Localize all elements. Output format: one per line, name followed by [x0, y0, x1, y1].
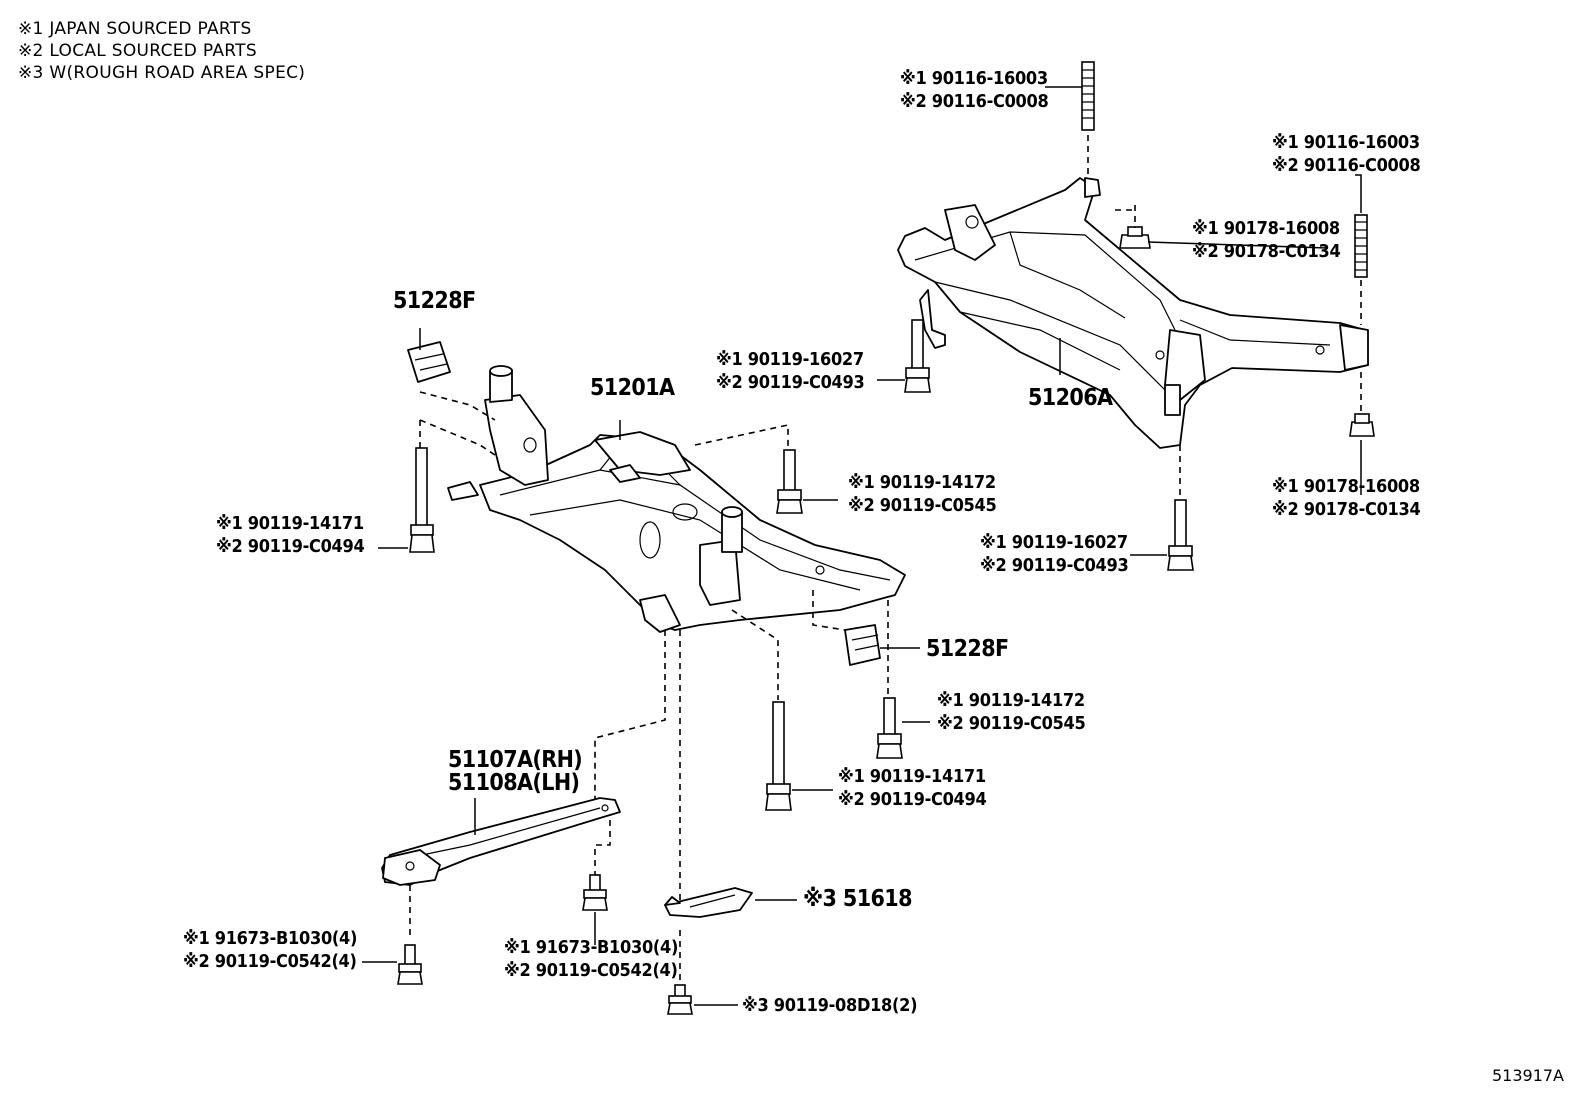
rear-bolt-left[interactable] — [904, 319, 931, 393]
guard-51618[interactable] — [664, 887, 753, 918]
callout-rear-bolt-center-2: ※2 90119-C0493 — [980, 555, 1128, 576]
callout-front-bolt-rb-2: ※2 90119-C0545 — [937, 713, 1085, 734]
callout-rear-bolt-left-2: ※2 90119-C0493 — [716, 372, 864, 393]
label-51108A: 51108A(LH) — [448, 770, 579, 796]
callout-rear-stud-right-2: ※2 90116-C0008 — [1272, 155, 1420, 176]
label-51107A: 51107A(RH) — [448, 747, 582, 773]
guard-bolt[interactable] — [667, 984, 693, 1015]
stopper-51228F-mid[interactable] — [844, 624, 881, 666]
brace-bolt-l[interactable] — [397, 944, 423, 985]
front-bolt-cb[interactable] — [765, 701, 792, 811]
callout-brace-bolt-r-2: ※2 90119-C0542(4) — [504, 960, 678, 981]
note-local-sourced: ※2 LOCAL SOURCED PARTS — [18, 41, 257, 61]
callout-front-bolt-cb-2: ※2 90119-C0494 — [838, 789, 986, 810]
callout-front-bolt-lt-1: ※1 90119-14171 — [216, 513, 364, 534]
callout-brace-bolt-l-2: ※2 90119-C0542(4) — [183, 951, 357, 972]
callout-guard-bolt: ※3 90119-08D18(2) — [742, 995, 917, 1016]
rear-stud-right[interactable] — [1354, 214, 1368, 278]
footnote-legend: ※1 JAPAN SOURCED PARTS ※2 LOCAL SOURCED … — [18, 18, 305, 84]
label-51228F-top: 51228F — [393, 288, 476, 314]
label-51618: ※3 51618 — [803, 886, 912, 912]
callout-rear-bolt-left-1: ※1 90119-16027 — [716, 349, 864, 370]
callout-front-bolt-lt-2: ※2 90119-C0494 — [216, 536, 364, 557]
callout-rear-nut-top-2: ※2 90178-C0134 — [1192, 241, 1340, 262]
callout-front-bolt-rt-1: ※1 90119-14172 — [848, 472, 996, 493]
figure-code: 513917A — [1491, 1066, 1564, 1085]
stopper-51228F-top[interactable] — [407, 341, 451, 383]
callout-rear-stud-right-1: ※1 90116-16003 — [1272, 132, 1420, 153]
label-51201A: 51201A — [590, 375, 675, 401]
rear-nut-bottom[interactable] — [1349, 413, 1375, 437]
callout-rear-nut-top-1: ※1 90178-16008 — [1192, 218, 1340, 239]
callout-rear-stud-left-1: ※1 90116-16003 — [900, 68, 1048, 89]
brace-bolt-r[interactable] — [582, 874, 608, 911]
note-japan-sourced: ※1 JAPAN SOURCED PARTS — [18, 19, 252, 39]
brace-51107A-51108A[interactable] — [381, 797, 621, 886]
callout-rear-stud-left-2: ※2 90116-C0008 — [900, 91, 1048, 112]
front-bolt-lt[interactable] — [409, 447, 435, 553]
front-crossmember-51201A[interactable] — [447, 431, 906, 633]
callout-brace-bolt-l-1: ※1 91673-B1030(4) — [183, 928, 357, 949]
front-crossmember-boss[interactable] — [721, 506, 743, 553]
rear-nut-top[interactable] — [1119, 226, 1151, 249]
callout-front-bolt-rt-2: ※2 90119-C0545 — [848, 495, 996, 516]
front-bolt-rb[interactable] — [876, 697, 903, 759]
note-rough-road: ※3 W(ROUGH ROAD AREA SPEC) — [18, 63, 306, 83]
rear-stud-left[interactable] — [1081, 61, 1095, 131]
callout-rear-nut-bottom-1: ※1 90178-16008 — [1272, 476, 1420, 497]
callout-front-bolt-rb-1: ※1 90119-14172 — [937, 690, 1085, 711]
rear-crossmember-51206A[interactable] — [897, 177, 1369, 449]
front-bolt-rt[interactable] — [776, 449, 803, 514]
label-51206A: 51206A — [1028, 385, 1113, 411]
callout-rear-bolt-center-1: ※1 90119-16027 — [980, 532, 1128, 553]
front-crossmember-tower[interactable] — [484, 365, 549, 486]
callout-front-bolt-cb-1: ※1 90119-14171 — [838, 766, 986, 787]
label-51228F-mid: 51228F — [926, 636, 1009, 662]
rear-bolt-center[interactable] — [1167, 499, 1194, 571]
callout-brace-bolt-r-1: ※1 91673-B1030(4) — [504, 937, 678, 958]
callout-rear-nut-bottom-2: ※2 90178-C0134 — [1272, 499, 1420, 520]
